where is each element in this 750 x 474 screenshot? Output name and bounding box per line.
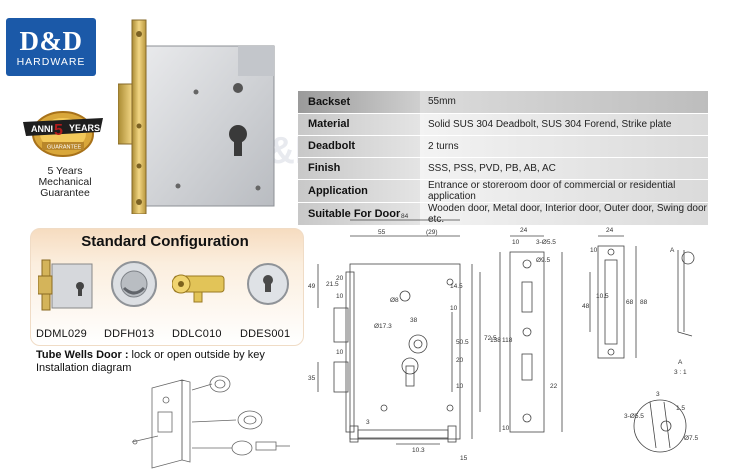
- drawing-lock-body: [349, 263, 461, 440]
- guarantee-line-1: 5 Years: [47, 165, 83, 177]
- dim-text: 49: [308, 283, 316, 290]
- table-row: Application Entrance or storeroom door o…: [298, 179, 708, 203]
- dim-text: 10: [512, 239, 520, 246]
- cylinder-part-image: [172, 274, 225, 303]
- drawing-forend: [509, 251, 545, 433]
- spec-value: Solid SUS 304 Deadbolt, SUS 304 Forend, …: [420, 113, 708, 136]
- tube-wells-text: Tube Wells Door : lock or open outside b…: [36, 349, 265, 361]
- dim-text: 10.3: [412, 447, 425, 454]
- dim-text: 10: [590, 247, 598, 254]
- config-title: Standard Configuration: [81, 233, 249, 250]
- mortise-lock-image: [118, 19, 275, 214]
- dim-text: 38: [410, 317, 418, 324]
- table-row: Deadbolt 2 turns: [298, 135, 708, 158]
- dim-text: 10.5: [596, 293, 609, 300]
- logo-main-text: D&D: [19, 25, 83, 56]
- spec-table: Backset 55mm Material Solid SUS 304 Dead…: [298, 91, 708, 226]
- dim-text: 3: [656, 391, 660, 398]
- dim-text: 24: [606, 227, 614, 234]
- part-label: DDLC010: [172, 328, 222, 340]
- dim-text: 21.5: [326, 281, 339, 288]
- spec-label: Finish: [298, 157, 420, 180]
- spec-value: 2 turns: [420, 135, 708, 158]
- dim-text: 88: [640, 299, 648, 306]
- dim-text: 15: [460, 455, 468, 462]
- table-row: Backset 55mm: [298, 91, 708, 114]
- dim-text: 22: [550, 383, 558, 390]
- badge-ribbon-text: GUARANTEE: [47, 145, 82, 151]
- dim-text: 1.5: [676, 405, 685, 412]
- dim-text: Ø17.3: [374, 323, 392, 330]
- dim-text: 72.5: [484, 335, 497, 342]
- spec-label: Backset: [298, 91, 420, 114]
- escutcheon-part-image: [247, 263, 289, 305]
- spec-label: Suitable For Door: [298, 202, 420, 226]
- dim-text: 3 : 1: [674, 369, 687, 376]
- dim-text: 20: [336, 275, 344, 282]
- drawing-deadbolt: [333, 361, 349, 393]
- spec-value: SSS, PSS, PVD, PB, AB, AC: [420, 157, 708, 180]
- dim-text: 35: [308, 375, 316, 382]
- dim-text: 3-Ø5.5: [624, 413, 644, 420]
- table-row: Suitable For Door Wooden door, Metal doo…: [298, 202, 708, 226]
- dim-text: 10: [450, 305, 458, 312]
- dim-text: 118: [502, 337, 513, 344]
- dim-text: Ø7.5: [684, 435, 698, 442]
- guarantee-line-2: Mechanical: [38, 176, 92, 188]
- dim-text: 10: [502, 425, 510, 432]
- part-label: DDML029: [36, 328, 87, 340]
- spec-label: Deadbolt: [298, 135, 420, 158]
- drawing-latch: [333, 307, 349, 343]
- badge-years-number: 5: [54, 122, 63, 139]
- spec-label: Application: [298, 179, 420, 203]
- dim-text: A: [678, 359, 683, 366]
- guarantee-badge-icon: ANNI 5 YEARS GUARANTEE: [23, 111, 103, 157]
- badge-years-word: YEARS: [69, 123, 100, 133]
- installation-caption: Installation diagram: [36, 362, 132, 374]
- dim-text: 3: [366, 419, 370, 426]
- tube-wells-bold: Tube Wells Door :: [36, 349, 129, 361]
- drawing-strike-plate: [597, 245, 625, 359]
- badge-brand: ANNI: [31, 124, 53, 134]
- dim-text: 50.5: [456, 339, 469, 346]
- guarantee-text: 5 Years Mechanical Guarantee: [10, 166, 120, 199]
- part-label: DDES001: [240, 328, 291, 340]
- table-row: Material Solid SUS 304 Deadbolt, SUS 304…: [298, 113, 708, 136]
- dim-text: 24: [520, 227, 528, 234]
- dim-text: 10: [336, 349, 344, 356]
- dim-text: 68: [626, 299, 634, 306]
- lock-body-part-image: [38, 259, 93, 311]
- logo-sub-text: HARDWARE: [16, 55, 86, 68]
- dim-text: 14.5: [450, 283, 463, 290]
- part-label: DDFH013: [104, 328, 155, 340]
- spec-value: Wooden door, Metal door, Interior door, …: [420, 202, 708, 226]
- spec-value: Entrance or storeroom door of commercial…: [420, 179, 708, 203]
- dim-text: 55: [378, 229, 386, 236]
- tube-wells-rest: lock or open outside by key: [128, 349, 265, 361]
- dim-text: 48: [582, 303, 590, 310]
- dim-text: 10: [456, 383, 464, 390]
- drawing-detail-circle: [633, 399, 687, 453]
- technical-drawing: 84 55 (29) 49 21.5 20 10 10 35 Ø8 Ø17.3 …: [308, 213, 698, 462]
- installation-diagram-image: [131, 375, 290, 469]
- dim-text: (29): [426, 229, 438, 236]
- dim-text: Ø9.5: [536, 257, 550, 264]
- dim-text: 84: [401, 213, 409, 220]
- dim-text: Ø8: [390, 297, 399, 304]
- table-row: Finish SSS, PSS, PVD, PB, AB, AC: [298, 157, 708, 180]
- guarantee-line-3: Guarantee: [40, 187, 90, 199]
- dim-text: A: [670, 247, 675, 254]
- spec-value: 55mm: [420, 91, 708, 114]
- dim-text: 138: [490, 337, 501, 344]
- brand-logo: D&D HARDWARE: [6, 18, 96, 76]
- spec-label: Material: [298, 113, 420, 136]
- dim-text: 10: [336, 293, 344, 300]
- dim-text: 3-Ø5.5: [536, 239, 556, 246]
- dim-text: 20: [456, 357, 464, 364]
- flush-handle-part-image: [111, 261, 157, 307]
